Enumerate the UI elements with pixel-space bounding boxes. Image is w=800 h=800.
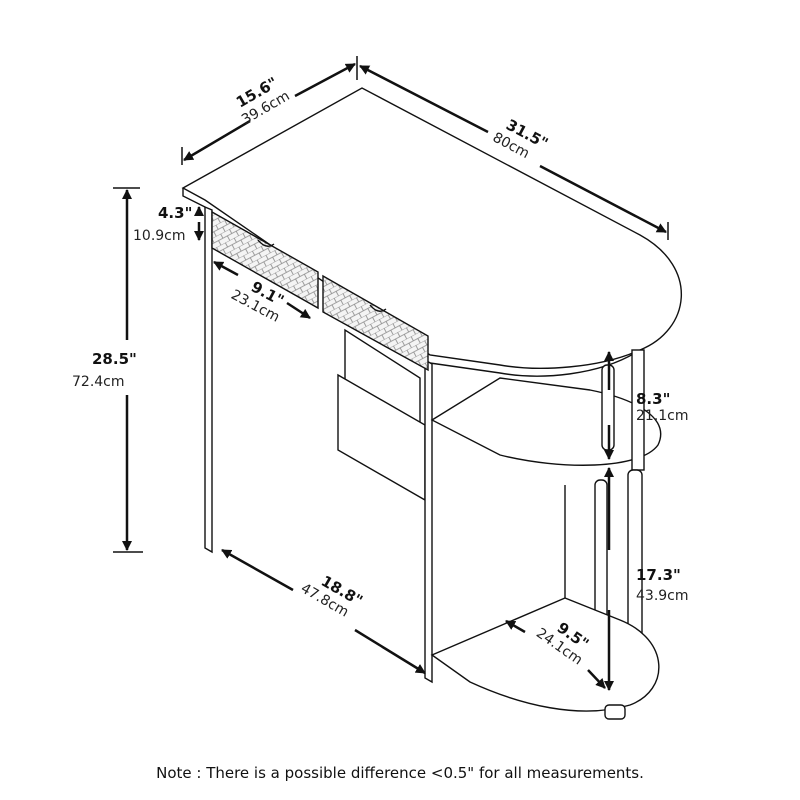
drawer-left: [211, 210, 319, 310]
drawer-w-dim-b: [286, 301, 311, 320]
total-height-cm: 72.4cm: [72, 374, 125, 390]
table-top-edge: [182, 188, 641, 377]
drawer-height-inch: 4.3": [158, 204, 192, 222]
depth-dim-b: [294, 62, 356, 98]
foot: [604, 704, 626, 720]
depth-dim-a: [183, 119, 251, 162]
table-top: [181, 87, 682, 369]
upper-gap-inch: 8.3": [636, 390, 670, 408]
width-dim-a: [359, 64, 489, 134]
drawer-right: [322, 274, 429, 372]
lower-gap-inch: 17.3": [636, 566, 681, 584]
shelf-depth-a: [505, 619, 526, 634]
upper-gap-cm: 21.1cm: [636, 408, 689, 424]
drawer-handle-left: [257, 239, 275, 247]
drawer-handle-right: [369, 304, 387, 312]
drawer-w-dim-a: [213, 260, 239, 277]
lower-gap-cm: 43.9cm: [636, 588, 689, 604]
inner-depth-b: [354, 628, 426, 675]
measurement-note: Note : There is a possible difference <0…: [156, 764, 644, 782]
drawer-height-cm: 10.9cm: [133, 228, 186, 244]
upper-shelf: [430, 377, 662, 466]
total-height-inch: 28.5": [92, 350, 137, 368]
left-panel: [204, 205, 213, 554]
bottom-shelf: [430, 597, 660, 712]
center-divider: [424, 358, 433, 684]
dimension-lines: [113, 56, 669, 691]
table-drawing: [181, 87, 682, 720]
inner-depth-a: [221, 548, 294, 592]
shelf-depth-b: [587, 669, 606, 689]
width-dim-b: [539, 164, 667, 234]
